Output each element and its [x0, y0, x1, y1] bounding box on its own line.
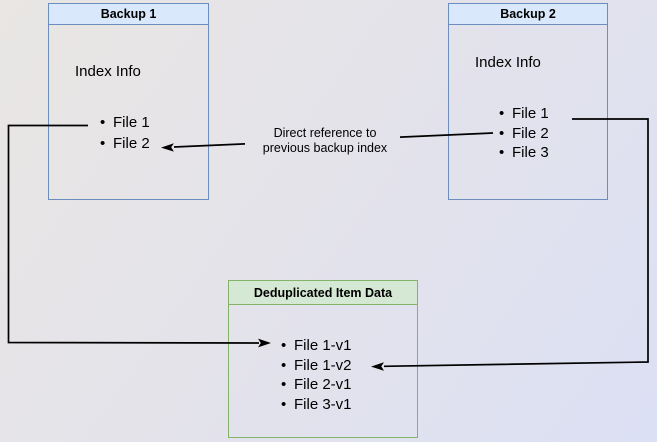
- dedup-header: Deduplicated Item Data: [229, 281, 417, 305]
- file-list-item: File 3-v1: [281, 395, 352, 415]
- backup2-box: Backup 2 Index Info File 1 File 2 File 3: [448, 3, 608, 200]
- dedup-title: Deduplicated Item Data: [253, 285, 393, 300]
- file-list-item: File 2: [499, 124, 549, 144]
- backup1-file-list: File 1 File 2: [100, 112, 150, 154]
- direct-reference-label: Direct reference to previous backup inde…: [237, 126, 413, 155]
- file-list-item: File 1-v1: [281, 336, 352, 356]
- direct-reference-label-line1: Direct reference to: [273, 126, 377, 140]
- backup1-index-info-label: Index Info: [75, 63, 141, 80]
- backup2-index-info-label: Index Info: [475, 54, 541, 71]
- direct-reference-label-line2: previous backup index: [262, 140, 388, 155]
- backup2-header: Backup 2: [449, 4, 607, 25]
- file-list-item: File 3: [499, 143, 549, 163]
- file-list-item: File 1: [499, 104, 549, 124]
- backup2-title: Backup 2: [500, 7, 556, 21]
- backup1-header: Backup 1: [49, 4, 208, 25]
- file-list-item: File 2: [100, 133, 150, 154]
- file-list-item: File 2-v1: [281, 375, 352, 395]
- backup1-title: Backup 1: [100, 7, 157, 21]
- backup2-file-list: File 1 File 2 File 3: [499, 104, 549, 163]
- dedup-box: Deduplicated Item Data File 1-v1 File 1-…: [228, 280, 418, 438]
- dedup-file-list: File 1-v1 File 1-v2 File 2-v1 File 3-v1: [281, 336, 352, 414]
- file-list-item: File 1-v2: [281, 356, 352, 376]
- backup1-box: Backup 1 Index Info File 1 File 2: [48, 3, 209, 200]
- file-list-item: File 1: [100, 112, 150, 133]
